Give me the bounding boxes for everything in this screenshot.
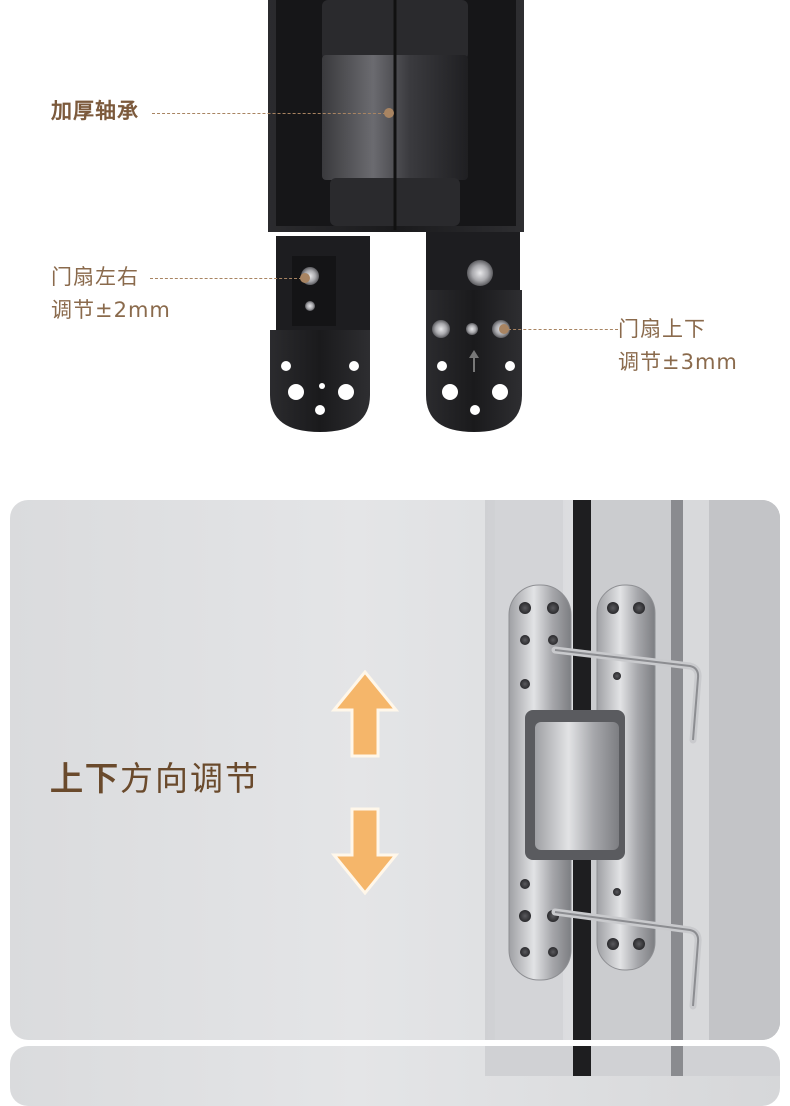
bearing-marker — [384, 108, 394, 118]
black-hinge-image — [268, 0, 524, 432]
next-panel-edge — [10, 1046, 780, 1106]
panel-title-rest: 方向调节 — [120, 759, 260, 798]
vertical-adjust-label-line1: 门扇上下 — [618, 317, 706, 341]
silver-hinge-image — [485, 500, 780, 1040]
vertical-leader — [508, 329, 618, 330]
vertical-adjust-label-line2: 调节±3mm — [618, 350, 738, 374]
bearing-leader — [152, 113, 386, 114]
lateral-adjust-label-line1: 门扇左右 — [51, 265, 139, 289]
lateral-leader — [150, 278, 302, 279]
bearing-label: 加厚轴承 — [51, 99, 139, 123]
lateral-adjust-label-line2: 调节±2mm — [51, 298, 171, 322]
frame-profile-continuation — [485, 1046, 780, 1076]
vertical-adjustment-panel: 上下方向调节 — [10, 500, 780, 1040]
panel-title-bold: 上下 — [50, 759, 120, 798]
panel-title: 上下方向调节 — [50, 752, 260, 800]
up-arrow-icon — [330, 670, 400, 758]
down-arrow-icon — [330, 807, 400, 895]
vertical-marker — [499, 324, 509, 334]
lateral-marker — [300, 273, 310, 283]
hinge-feature-section: 加厚轴承 门扇左右 调节±2mm 门扇上下 调节±3mm — [0, 0, 790, 470]
